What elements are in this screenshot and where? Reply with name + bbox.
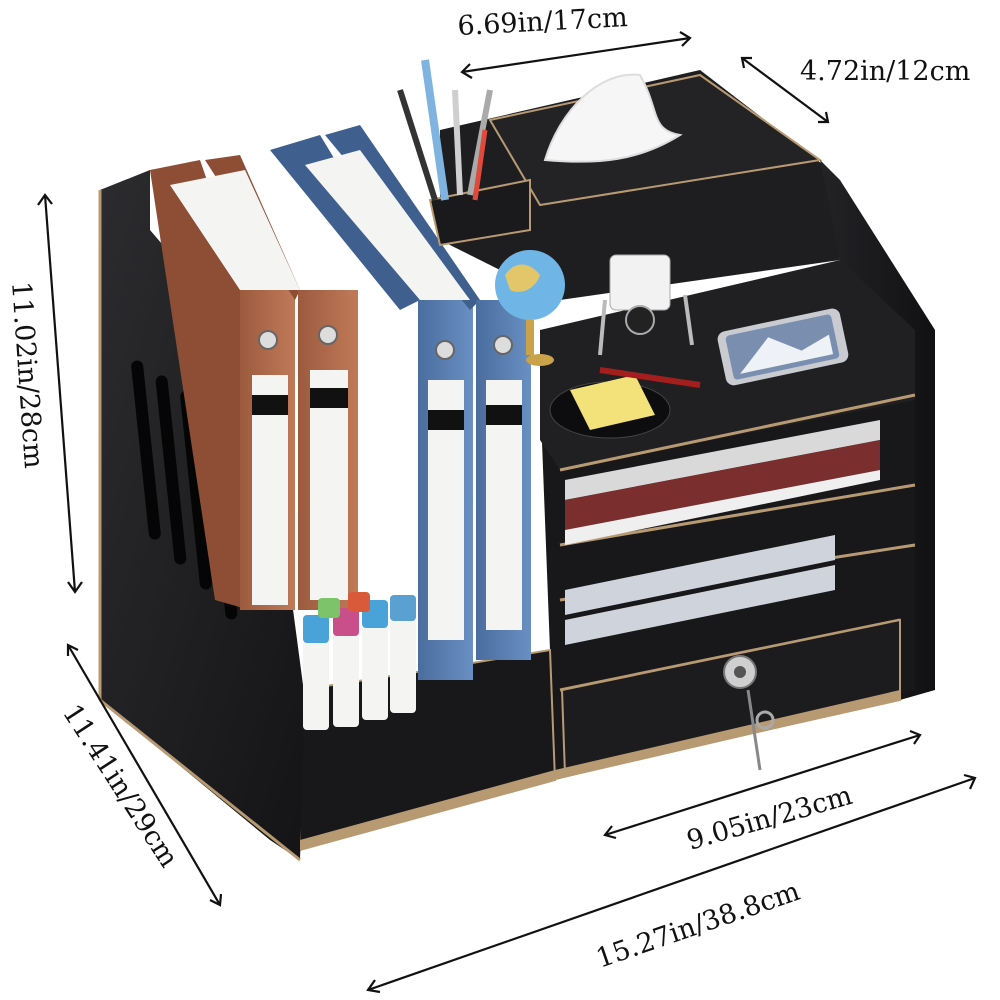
- pen-cup: [397, 59, 531, 247]
- globe: [495, 250, 565, 366]
- dim-top-depth: 4.72in/12cm: [800, 56, 970, 87]
- organizer-body: [98, 70, 935, 862]
- sticky-notes: [549, 367, 701, 439]
- card-file: [598, 254, 694, 356]
- shelf-books: [565, 420, 880, 645]
- dimension-arrows: [37, 31, 977, 994]
- markers: [303, 592, 416, 730]
- tissue: [543, 73, 683, 163]
- dim-height: 11.02in/28cm: [5, 280, 49, 469]
- dim-top-width: 6.69in/17cm: [457, 2, 629, 42]
- dim-front-inner-width: 9.05in/23cm: [683, 780, 855, 857]
- base-plinth: [300, 690, 900, 850]
- binders: [150, 125, 531, 680]
- phone: [717, 308, 849, 386]
- dim-front-total-width: 15.27in/38.8cm: [592, 876, 804, 975]
- drawer-lock: [723, 655, 775, 771]
